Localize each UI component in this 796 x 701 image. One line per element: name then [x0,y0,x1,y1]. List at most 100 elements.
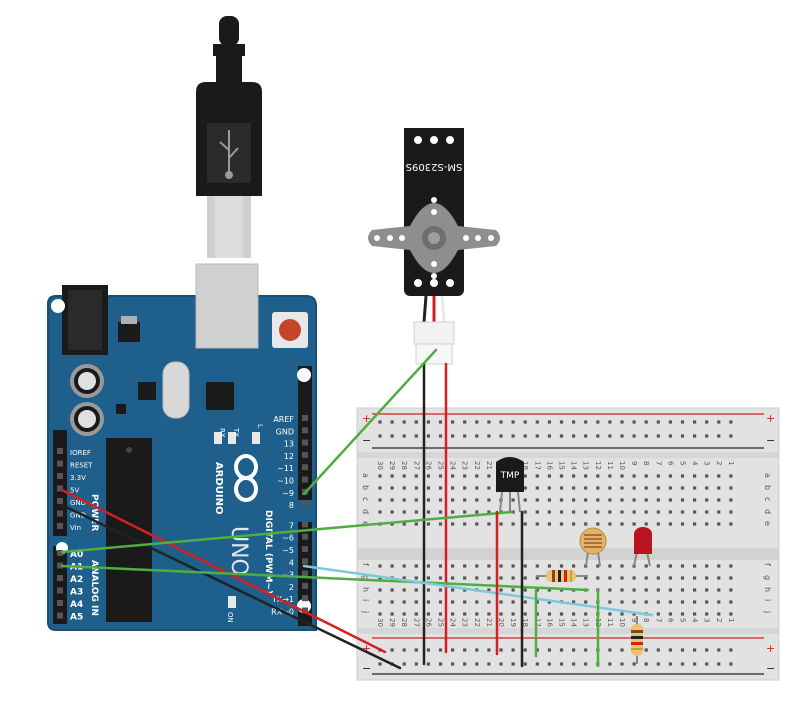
breadboard-hole [559,522,564,526]
breadboard-hole [620,662,624,666]
breadboard-hole [559,486,564,490]
breadboard-hole [523,434,527,438]
row-label-left: a [361,473,370,478]
breadboard-hole [511,420,515,424]
breadboard-hole [559,662,564,666]
column-label-bottom: 15 [558,618,566,627]
breadboard-hole [680,420,685,424]
breadboard-hole [463,662,467,666]
breadboard-hole [523,662,527,666]
breadboard-hole [729,564,733,568]
breadboard-hole [451,486,455,490]
breadboard-hole [390,420,394,424]
servo-motor[interactable]: SM-S2309S [368,128,500,365]
breadboard-hole [523,498,527,502]
breadboard-hole [656,474,660,478]
breadboard-hole [378,510,382,514]
breadboard-hole [535,474,539,478]
row-label-right: j [763,610,772,613]
digital-pin [302,570,308,577]
breadboard-hole [523,612,527,616]
breadboard-hole [693,474,697,478]
breadboard-hole [487,662,491,666]
breadboard-hole [717,510,721,514]
breadboard-hole [535,648,539,652]
power-pin [57,510,63,517]
breadboard-hole [729,486,733,490]
temperature-sensor[interactable]: TMP [496,457,524,513]
breadboard[interactable]: + − + − + − + − 303029292828272726262525… [356,407,780,681]
breadboard-hole [414,648,418,652]
breadboard-hole [414,474,418,478]
breadboard-hole [632,474,636,478]
digital-pin [302,558,308,565]
row-label-right: e [763,521,772,526]
breadboard-hole [463,648,467,652]
breadboard-hole [729,474,733,478]
analog-pin [57,587,63,594]
breadboard-hole [608,662,612,666]
breadboard-hole [680,648,685,652]
photoresistor[interactable] [579,527,607,567]
breadboard-hole [572,498,576,502]
breadboard-hole [644,576,648,580]
breadboard-hole [463,612,467,616]
breadboard-hole [463,434,467,438]
breadboard-hole [608,648,612,652]
breadboard-hole [487,522,491,526]
breadboard-hole [620,420,624,424]
breadboard-hole [511,588,515,592]
breadboard-hole [632,498,636,502]
breadboard-hole [596,420,600,424]
row-label-right: b [763,485,772,490]
breadboard-hole [717,564,721,568]
column-label-top: 6 [666,461,674,466]
breadboard-hole [414,486,418,490]
breadboard-hole [463,498,467,502]
column-label-bottom: 29 [388,618,396,627]
digital-title: DIGITAL (PWM~) [263,510,273,594]
column-label-bottom: 10 [618,618,626,627]
breadboard-hole [656,420,660,424]
breadboard-hole [426,510,430,514]
red-led[interactable] [633,527,652,567]
breadboard-hole [608,600,612,604]
column-label-bottom: 5 [679,618,687,622]
arduino-logo [234,454,258,502]
breadboard-hole [596,434,600,438]
breadboard-hole [596,564,600,568]
usb-cable[interactable] [196,16,262,258]
breadboard-hole [559,474,564,478]
breadboard-hole [620,588,624,592]
column-label-top: 8 [642,461,650,465]
resistor-vertical[interactable] [631,616,643,664]
resistor-horizontal[interactable] [536,570,588,582]
row-label-right: h [763,587,772,592]
breadboard-hole [547,510,551,514]
breadboard-hole [499,662,503,666]
breadboard-hole [414,576,418,580]
breadboard-hole [693,510,697,514]
breadboard-hole [535,420,539,424]
breadboard-hole [438,420,443,424]
breadboard-hole [438,522,443,526]
column-label-bottom: 3 [703,618,711,622]
breadboard-hole [523,522,527,526]
breadboard-hole [511,576,515,580]
power-pin [57,473,63,479]
breadboard-hole [656,662,660,666]
breadboard-hole [390,600,394,604]
digital-pin [302,464,308,471]
breadboard-hole [475,600,479,604]
breadboard-hole [463,564,467,568]
breadboard-hole [632,434,636,438]
digital-pin [302,595,308,602]
column-label-top: 15 [558,461,566,470]
breadboard-hole [547,612,551,616]
column-label-bottom: 26 [424,618,432,627]
analog-pin [57,612,63,619]
breadboard-hole [620,522,624,526]
digital-pin [302,476,308,483]
breadboard-hole [680,564,685,568]
row-label-left: d [361,509,370,514]
